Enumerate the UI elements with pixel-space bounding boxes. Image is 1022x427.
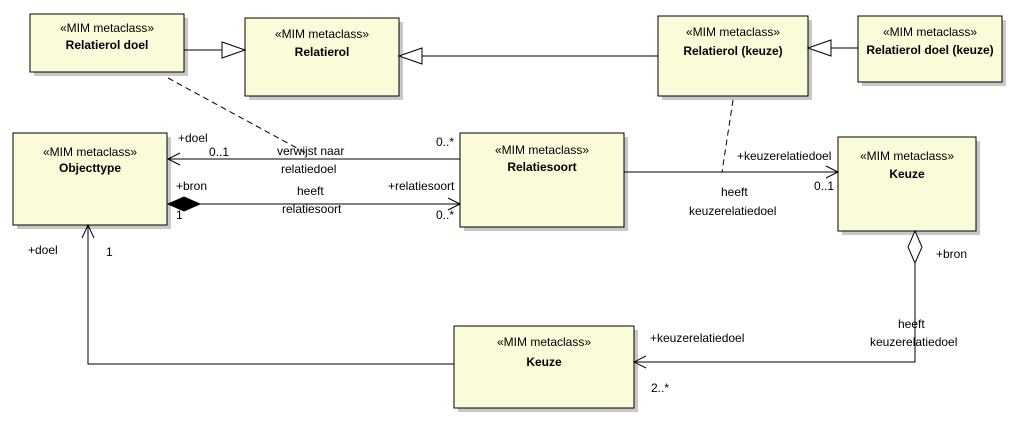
stereotype-label: «MIM metaclass» xyxy=(686,25,780,39)
multiplicity-label: 0..1 xyxy=(814,179,834,193)
class-keuze-right[interactable]: «MIM metaclass» Keuze xyxy=(837,136,980,235)
assoc-name-line2: relatiedoel xyxy=(281,162,336,176)
class-name: Keuze xyxy=(889,167,925,181)
stereotype-label: «MIM metaclass» xyxy=(883,25,977,39)
class-name: Relatierol doel xyxy=(66,38,149,52)
class-name: Relatierol xyxy=(295,45,350,59)
assoc-heeft-keuzerelatiedoel-bottom xyxy=(632,229,923,369)
role-label-bron: +bron xyxy=(936,247,967,261)
stereotype-label: «MIM metaclass» xyxy=(497,335,591,349)
assoc-name-line1: heeft xyxy=(898,317,925,331)
stereotype-label: «MIM metaclass» xyxy=(860,149,954,163)
class-name: Relatierol (keuze) xyxy=(683,44,782,58)
assoc-name-line1: heeft xyxy=(721,185,748,199)
assoc-name-line1: heeft xyxy=(297,184,324,198)
generalization-relatierol-doel-keuze xyxy=(806,39,858,57)
assoc-heeft-relatiesoort xyxy=(166,196,462,212)
role-label-doel: +doel xyxy=(28,243,58,257)
multiplicity-label: 0..* xyxy=(436,135,454,149)
assoc-name-line2: keuzerelatiedoel xyxy=(870,335,957,349)
stereotype-label: «MIM metaclass» xyxy=(275,27,369,41)
class-relatiesoort[interactable]: «MIM metaclass» Relatiesoort xyxy=(459,132,628,231)
class-name: Relatierol doel (keuze) xyxy=(866,43,993,57)
role-label-relatiesoort: +relatiesoort xyxy=(388,179,455,193)
class-keuze-bottom[interactable]: «MIM metaclass» Keuze xyxy=(453,325,638,412)
role-label-keuzerelatiedoel: +keuzerelatiedoel xyxy=(737,149,831,163)
class-relatierol-keuze[interactable]: «MIM metaclass» Relatierol (keuze) xyxy=(657,15,812,100)
assoc-name-line2: keuzerelatiedoel xyxy=(689,204,776,218)
class-relatierol-doel[interactable]: «MIM metaclass» Relatierol doel xyxy=(29,13,188,76)
multiplicity-label: 1 xyxy=(106,245,113,259)
generalization-relatierol-keuze xyxy=(397,47,658,65)
assoc-verwijst-naar xyxy=(166,152,460,166)
class-relatierol-doel-keuze[interactable]: «MIM metaclass» Relatierol doel (keuze) xyxy=(857,15,1006,86)
assoc-heeft-keuzerelatiedoel-top xyxy=(624,165,840,179)
class-relatierol[interactable]: «MIM metaclass» Relatierol xyxy=(244,17,403,100)
stereotype-label: «MIM metaclass» xyxy=(495,143,589,157)
assoc-name-line1: verwijst naar xyxy=(277,144,344,158)
role-label-keuzerelatiedoel: +keuzerelatiedoel xyxy=(650,331,744,345)
class-name: Relatiesoort xyxy=(507,160,576,174)
dashed-link-relatierol-keuze xyxy=(721,99,734,173)
class-objecttype[interactable]: «MIM metaclass» Objecttype xyxy=(12,132,171,229)
class-name: Objecttype xyxy=(59,161,121,175)
stereotype-label: «MIM metaclass» xyxy=(60,21,154,35)
role-label-bron: +bron xyxy=(176,179,207,193)
multiplicity-label: 2..* xyxy=(651,381,669,395)
class-name: Keuze xyxy=(526,355,562,369)
generalization-relatierol-doel xyxy=(184,41,247,59)
multiplicity-label: 1 xyxy=(176,208,183,222)
multiplicity-label: 0..1 xyxy=(209,145,229,159)
dashed-link-relatierol-doel xyxy=(167,77,307,154)
role-label-doel: +doel xyxy=(178,131,208,145)
multiplicity-label: 0..* xyxy=(436,208,454,222)
assoc-keuze-doel xyxy=(81,223,454,365)
assoc-name-line2: relatiesoort xyxy=(282,202,342,216)
stereotype-label: «MIM metaclass» xyxy=(43,145,137,159)
